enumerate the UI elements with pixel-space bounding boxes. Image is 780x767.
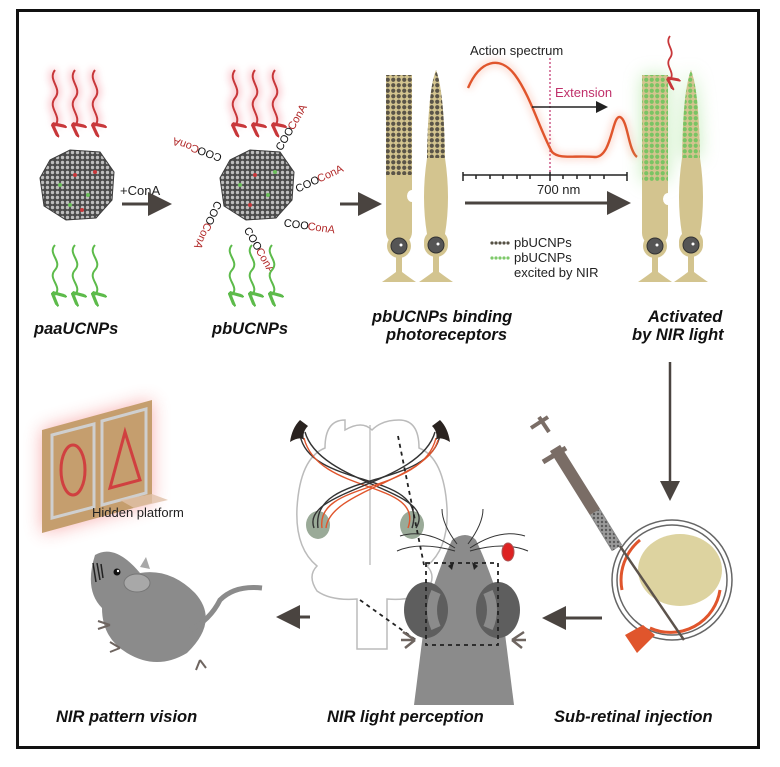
optic-nerve-icon xyxy=(625,625,655,653)
spectrum-title: Action spectrum xyxy=(470,43,563,58)
green-emission-waves xyxy=(230,244,275,295)
eye-right-icon xyxy=(432,420,450,442)
lens-icon xyxy=(638,534,722,606)
axis-label-700nm: 700 nm xyxy=(537,182,580,197)
photoreceptors-bound: pbUCNPs binding photoreceptors xyxy=(371,70,512,344)
eye-left-icon xyxy=(290,420,308,442)
rod-cell xyxy=(382,75,416,282)
svg-text:COO: COO xyxy=(283,217,310,232)
caption-binding-line2: photoreceptors xyxy=(385,326,507,344)
hidden-platform-icon xyxy=(120,494,168,508)
triangle-pattern-icon xyxy=(107,426,142,491)
caption-vision: NIR pattern vision xyxy=(56,708,197,726)
caption-activated-line2: by NIR light xyxy=(632,326,725,344)
nir-excitation-waves xyxy=(233,67,278,126)
caption-perception: NIR light perception xyxy=(327,708,484,726)
mouse-head-top-view: NIR light perception xyxy=(327,508,529,726)
photoreceptors-activated: Activated by NIR light xyxy=(632,35,725,344)
spectrum-curve xyxy=(466,61,638,159)
hidden-platform-label: Hidden platform xyxy=(92,505,184,520)
action-spectrum-chart: Action spectrum Extension 700 nm xyxy=(462,43,640,197)
cone-cell-activated xyxy=(674,70,708,282)
svg-text:ConA: ConA xyxy=(307,221,337,237)
caption-injection: Sub-retinal injection xyxy=(554,708,713,726)
circle-pattern-icon xyxy=(59,443,87,497)
nanoparticle-icon xyxy=(39,149,115,221)
svg-text:ConA: ConA xyxy=(170,134,201,155)
caption-activated-line1: Activated xyxy=(647,308,723,326)
green-emission-waves xyxy=(53,244,98,295)
legend-item-excited: pbUCNPs excited by NIR xyxy=(490,250,599,280)
svg-text:pbUCNPs: pbUCNPs xyxy=(514,250,572,265)
pattern-vision-setup: Hidden platform xyxy=(42,400,184,533)
legend-item-pbucnps: pbUCNPs xyxy=(490,235,572,250)
cone-cell xyxy=(419,70,453,282)
rod-cell-activated xyxy=(638,75,672,282)
mouse-icon: NIR pattern vision xyxy=(56,551,263,726)
nir-photon-icon xyxy=(668,35,671,80)
eye-injection: Sub-retinal injection xyxy=(529,415,733,726)
extension-label: Extension xyxy=(555,85,612,100)
svg-text:ConA: ConA xyxy=(315,163,346,186)
reaction-label: +ConA xyxy=(120,183,160,198)
svg-text:ConA: ConA xyxy=(191,221,214,252)
wavelength-axis xyxy=(462,172,628,181)
paaucnp-group: paaUCNPs xyxy=(33,67,118,338)
conjugation-arrow: +ConA xyxy=(120,183,172,216)
svg-text:excited by NIR: excited by NIR xyxy=(514,265,599,280)
syringe-icon xyxy=(529,415,686,641)
caption-pbucnps: pbUCNPs xyxy=(211,320,288,338)
caption-paaucnps: paaUCNPs xyxy=(33,320,118,338)
pbucnp-group: COO ConA COO ConA COO ConA COO ConA COO … xyxy=(170,67,346,338)
caption-binding-line1: pbUCNPs binding xyxy=(371,308,512,326)
svg-text:pbUCNPs: pbUCNPs xyxy=(514,235,572,250)
svg-text:ConA: ConA xyxy=(286,102,310,132)
nir-excitation-waves xyxy=(53,67,98,126)
nanoparticle-icon xyxy=(219,149,295,221)
nir-light-source-icon xyxy=(501,542,515,562)
legend: pbUCNPs pbUCNPs excited by NIR xyxy=(490,235,599,280)
